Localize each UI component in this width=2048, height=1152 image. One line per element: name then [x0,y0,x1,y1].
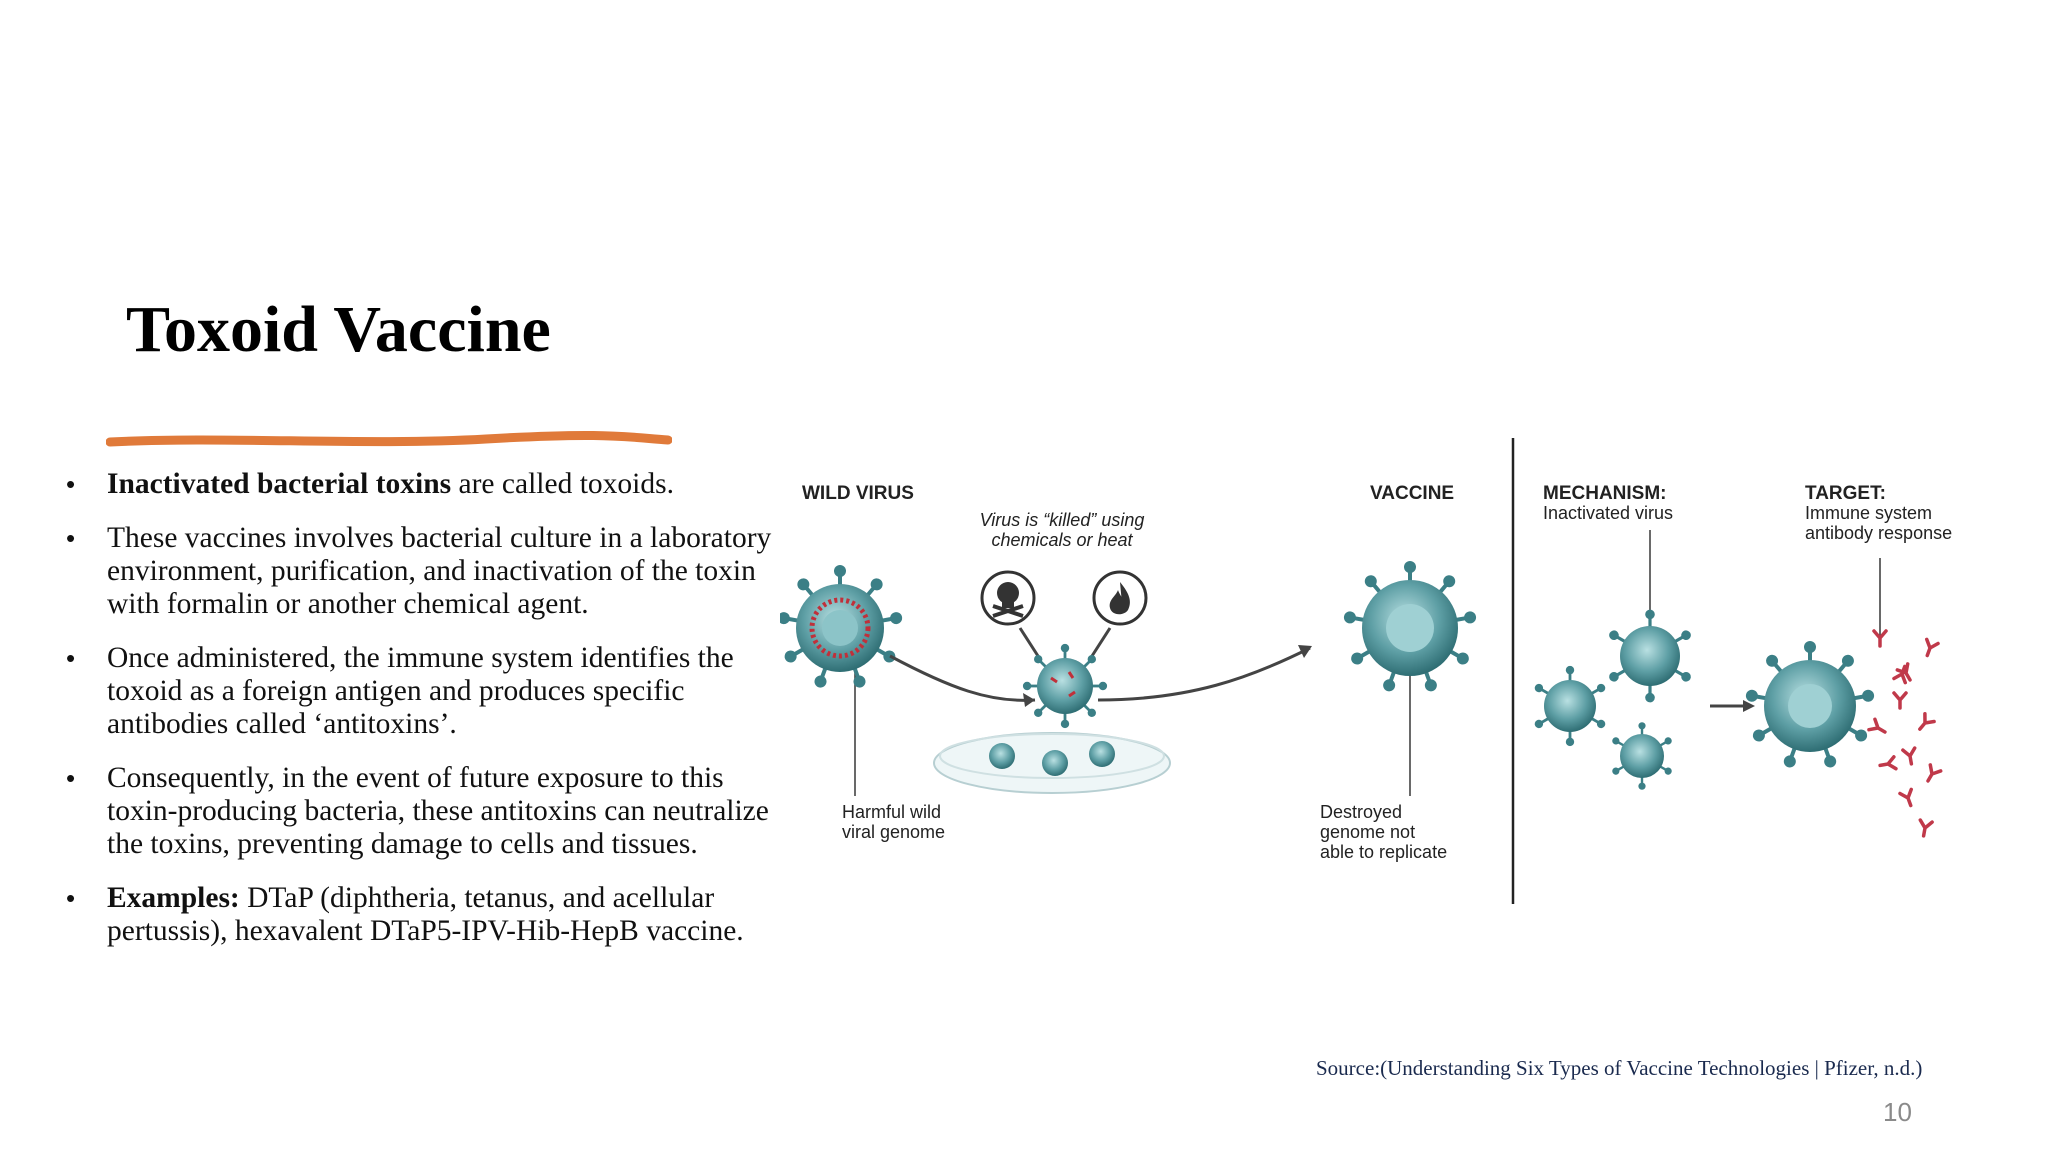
bullet-item: • These vaccines involves bacterial cultu… [60,522,790,621]
killed-virus-particle [1021,642,1109,730]
vaccine-diagram: WILD VIRUS Virus is “killed” using chemi… [780,438,1980,908]
bullet-dot: • [66,523,76,553]
arrow-flame [1090,627,1112,657]
target-virus-particle [1742,639,1878,772]
underline-stroke [106,430,672,447]
bullet-text: are called toxoids. [451,468,674,500]
arrow-head [1023,693,1035,707]
bullet-text: Consequently, in the event of future exp… [107,762,769,860]
label-killed-1: Virus is “killed” using [980,510,1145,530]
bullet-item: • Once administered, the immune system id… [60,642,790,741]
label-target-sub-1: Immune system [1805,503,1932,523]
petri-dish [933,732,1171,794]
slide-title: Toxoid Vaccine [126,293,551,366]
label-harmful-2: viral genome [842,822,945,842]
bullet-dot: • [66,643,76,673]
label-destroyed-2: genome not [1320,822,1415,842]
label-target-sub-2: antibody response [1805,523,1952,543]
mechanism-virus-2 [1605,607,1695,705]
arrow-head [1743,700,1755,712]
arrow-skull [1018,627,1040,657]
bullet-bold: Inactivated bacterial toxins [107,468,452,500]
wild-virus-particle [780,563,906,692]
title-underline [106,430,672,447]
bullet-dot: • [66,883,76,913]
bullet-text: DTaP (diphtheria, tetanus, and acellular… [107,882,744,947]
label-mechanism: MECHANISM: [1543,483,1667,504]
label-vaccine: VACCINE [1370,483,1454,504]
skull-crossbones-icon [980,570,1036,626]
arrow-wild-to-killed [889,654,1036,702]
page-number: 10 [1883,1097,1912,1127]
bullet-item: • Examples: DTaP (diphtheria, tetanus, an… [60,882,790,948]
label-mechanism-sub: Inactivated virus [1543,503,1673,523]
bullet-item: • Consequently, in the event of future ex… [60,762,790,861]
bullet-dot: • [66,763,76,793]
label-harmful-1: Harmful wild [842,802,941,822]
bullet-text: Once administered, the immune system ide… [107,642,734,740]
bullet-bold: Examples: [107,882,240,914]
bullet-dot: • [66,469,76,499]
bullet-list: • Inactivated bacterial toxins are called… [60,468,790,969]
mechanism-virus-3 [1609,721,1675,791]
arrow-head [1298,645,1312,658]
bullet-text: These vaccines involves bacterial cultur… [107,522,772,620]
label-wild-virus: WILD VIRUS [802,483,914,504]
arrow-killed-to-vaccine [1097,646,1311,702]
label-destroyed-3: able to replicate [1320,842,1447,862]
antibody-cluster [1867,629,1943,838]
label-destroyed-1: Destroyed [1320,802,1402,822]
label-killed-2: chemicals or heat [991,530,1133,550]
bullet-item: • Inactivated bacterial toxins are called… [60,468,790,501]
mechanism-virus-1 [1531,664,1609,748]
label-target: TARGET: [1805,483,1886,504]
vaccine-virus-particle [1340,559,1480,696]
source-citation: Source:(Understanding Six Types of Vacci… [1316,1056,1923,1080]
diagram-svg: WILD VIRUS Virus is “killed” using chemi… [780,438,1952,904]
flame-icon [1092,570,1148,626]
